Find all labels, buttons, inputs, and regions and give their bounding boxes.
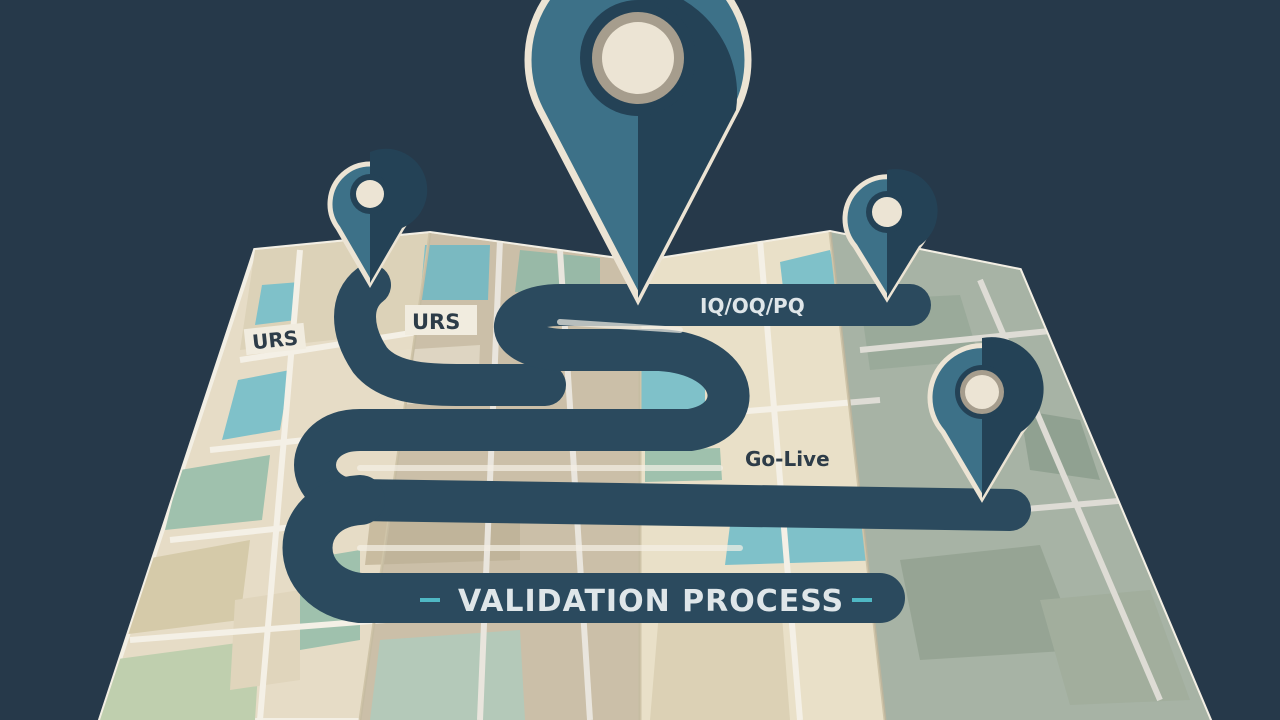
map-pin-icon [524, 0, 752, 306]
urs-center-label: URS [412, 310, 460, 334]
urs-left-plate [243, 322, 307, 356]
map-pin-icon [927, 337, 1044, 503]
validation-process-title: VALIDATION PROCESS [458, 584, 844, 619]
go-live-label: Go-Live [745, 447, 830, 471]
urs-center-plate [405, 305, 477, 335]
map-pin-icon [842, 169, 938, 303]
urs-left-label: URS [251, 326, 299, 355]
validation-path [282, 264, 1031, 623]
iq-oq-pq-label: IQ/OQ/PQ [700, 294, 805, 318]
map-pin-icon [327, 148, 428, 288]
